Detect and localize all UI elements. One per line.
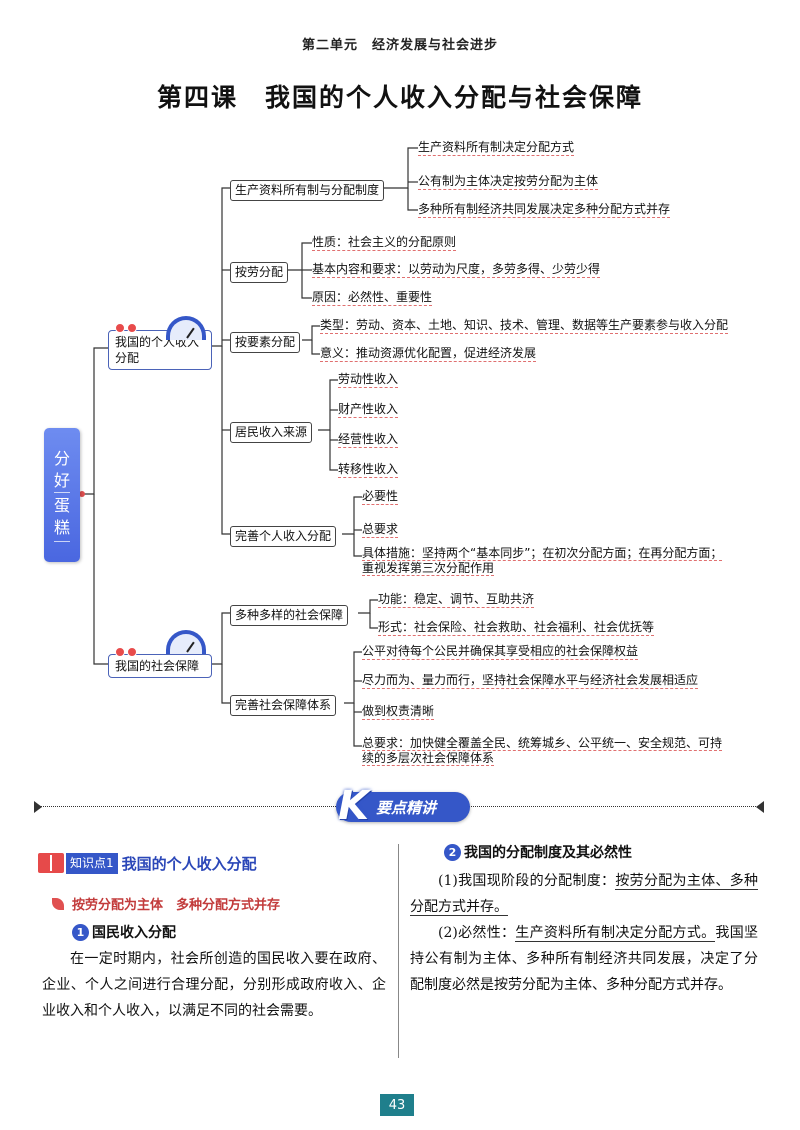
key-points-banner: 要点精讲	[336, 792, 470, 822]
root-char: 蛋	[53, 496, 70, 515]
root-node: 分 好 蛋 糕	[44, 428, 80, 562]
node-income-sources: 居民收入来源	[230, 422, 313, 443]
leaf: 功能：稳定、调节、互助共济	[378, 592, 535, 608]
leaf: 多种所有制经济共同发展决定多种分配方式并存	[418, 202, 671, 218]
leaf: 基本内容和要求：以劳动为尺度，多劳多得、少劳少得	[312, 262, 601, 278]
para-text: (2)必然性：	[438, 925, 516, 941]
number-badge: 1	[72, 923, 89, 941]
root-char: 分	[53, 449, 70, 468]
root-char: 糕	[53, 518, 70, 537]
leaf: 公有制为主体决定按劳分配为主体	[418, 174, 599, 190]
number-badge: 2	[444, 843, 461, 861]
sub-heading-text: 按劳分配为主体 多种分配方式并存	[72, 898, 281, 913]
underlined-text: 按劳分配为主体、多种分配方式并存。	[410, 873, 758, 916]
root-bracket: 蛋 糕	[53, 492, 70, 542]
banner-text: 要点精讲	[376, 798, 437, 817]
k-logo-icon: K	[338, 783, 369, 829]
badge-icon	[115, 323, 137, 333]
leaf: 尽力而为、量力而行，坚持社会保障水平与经济社会发展相适应	[362, 673, 699, 689]
paragraph-necessity: (2)必然性：生产资料所有制决定分配方式。我国坚持公有制为主体、多种所有制经济共…	[410, 920, 758, 998]
para-text: 我国坚持公有制为主体、多种所有制经济共同发展，决定了分配制度必然是按劳分配为主体…	[410, 925, 758, 993]
node-ownership-distribution: 生产资料所有制与分配制度	[230, 180, 385, 201]
leaf: 劳动性收入	[338, 372, 399, 388]
leaf: 意义：推动资源优化配置，促进经济发展	[320, 346, 537, 362]
leaf: 总要求：加快健全覆盖全民、统筹城乡、公平统一、安全规范、可持续的多层次社会保障体…	[362, 736, 732, 766]
badge-icon	[115, 647, 137, 657]
leaf: 财产性收入	[338, 402, 399, 418]
node-improve-income-distribution: 完善个人收入分配	[230, 526, 337, 547]
leaf: 具体措施：坚持两个“基本同步”；在初次分配方面；在再分配方面；重视发挥第三次分配…	[362, 546, 732, 576]
node-improve-social-security: 完善社会保障体系	[230, 695, 337, 716]
leaf: 经营性收入	[338, 432, 399, 448]
paragraph-distribution-system: (1)我国现阶段的分配制度：按劳分配为主体、多种分配方式并存。	[410, 868, 758, 920]
leaf: 生产资料所有制决定分配方式	[418, 140, 575, 156]
leaf: 做到权责清晰	[362, 704, 435, 720]
leaf: 转移性收入	[338, 462, 399, 478]
leaf: 公平对待每个公民并确保其享受相应的社会保障权益	[362, 644, 639, 660]
book-icon	[38, 853, 64, 873]
kp-label: 知识点1	[66, 852, 118, 874]
section-heading-1: 1 国民收入分配	[72, 922, 176, 942]
section-heading-2: 2 我国的分配制度及其必然性	[444, 842, 632, 862]
leaf: 总要求	[362, 522, 399, 538]
leaf: 类型：劳动、资本、土地、知识、技术、管理、数据等生产要素参与收入分配	[320, 318, 729, 334]
underlined-text: 生产资料所有制决定分配方式。	[515, 925, 716, 942]
leaf-icon	[52, 897, 64, 910]
para-text: (1)我国现阶段的分配制度：	[438, 873, 616, 889]
root-char: 好	[53, 471, 70, 490]
mind-map-connectors	[79, 147, 418, 747]
node-diverse-social-security: 多种多样的社会保障	[230, 605, 349, 626]
leaf: 必要性	[362, 489, 399, 505]
node-distribution-by-factors: 按要素分配	[230, 332, 301, 353]
kp-title: 我国的个人收入分配	[121, 854, 257, 873]
leaf: 形式：社会保险、社会救助、社会福利、社会优抚等	[378, 620, 655, 636]
arrow-left-icon	[34, 801, 42, 813]
leaf-text: 总要求：加快健全覆盖全民、统筹城乡、公平统一、安全规范、可持续的多层次社会保障体…	[362, 736, 723, 766]
section-title: 我国的分配制度及其必然性	[464, 845, 632, 861]
leaf: 原因：必然性、重要性	[312, 290, 433, 306]
branch-label: 我国的社会保障	[115, 659, 200, 673]
column-divider	[398, 844, 399, 1058]
node-distribution-by-work: 按劳分配	[230, 262, 289, 283]
page-number: 43	[380, 1094, 414, 1116]
arrow-right-icon	[756, 801, 764, 813]
sub-heading: 按劳分配为主体 多种分配方式并存	[52, 894, 280, 913]
mind-map: 分 好 蛋 糕 我国的个人收入分配 生产资料所有制与分配制度 生产资料所有制决定…	[0, 0, 800, 800]
leaf-text: 具体措施：坚持两个“基本同步”；在初次分配方面；在再分配方面；重视发挥第三次分配…	[362, 546, 723, 576]
branch-social-security: 我国的社会保障	[108, 647, 212, 678]
knowledge-point-tag: 知识点1 我国的个人收入分配	[38, 852, 257, 874]
leaf: 性质：社会主义的分配原则	[312, 235, 457, 251]
section-title: 国民收入分配	[92, 925, 176, 941]
paragraph-national-income: 在一定时期内，社会所创造的国民收入要在政府、企业、个人之间进行合理分配，分别形成…	[42, 951, 386, 1019]
lesson-title: 第四课 我国的个人收入分配与社会保障	[156, 83, 643, 112]
unit-header: 第二单元 经济发展与社会进步	[301, 38, 498, 53]
